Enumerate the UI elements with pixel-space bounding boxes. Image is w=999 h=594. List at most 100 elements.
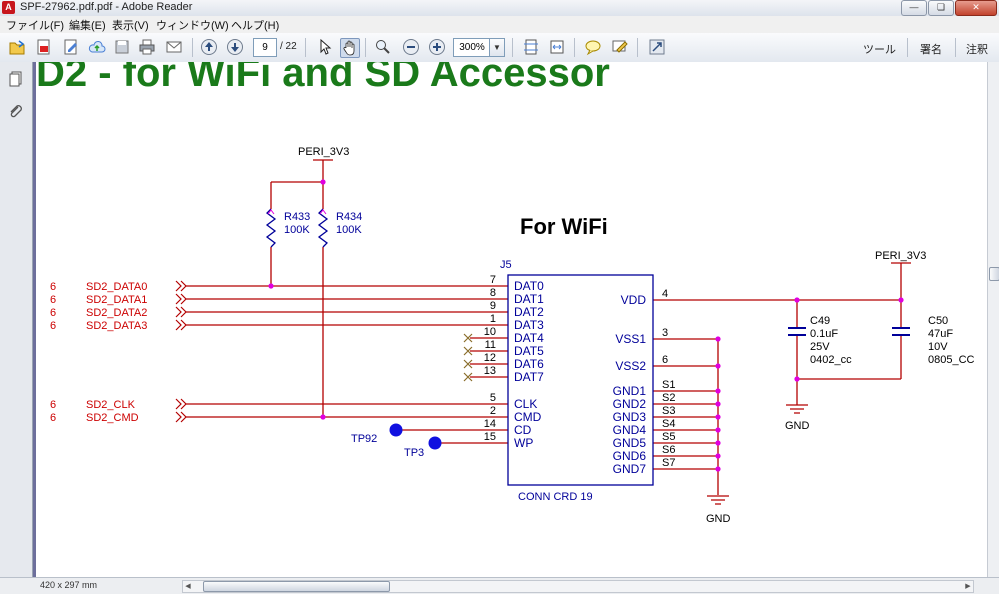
fit-page-icon[interactable] — [522, 38, 540, 56]
menu-help[interactable]: ヘルプ(H) — [231, 20, 280, 32]
junction-dot — [715, 388, 721, 394]
menu-view[interactable]: 表示(V) — [112, 20, 149, 32]
close-button[interactable]: ✕ — [955, 0, 997, 16]
print-icon[interactable] — [138, 38, 156, 56]
capacitor-value: 47uF — [928, 328, 953, 340]
no-connect-mark — [463, 333, 473, 343]
highlight-icon[interactable] — [611, 38, 629, 56]
ground-symbol — [707, 495, 729, 505]
toolbar-divider — [574, 38, 575, 57]
open-icon[interactable] — [8, 38, 26, 56]
zoom-level-input[interactable]: 300% — [453, 38, 491, 57]
pin-name: GND5 — [613, 436, 647, 450]
pin-number: 5 — [490, 392, 496, 404]
junction-dot — [715, 440, 721, 446]
pin-number: S7 — [662, 457, 675, 469]
menu-edit[interactable]: 編集(E) — [69, 20, 106, 32]
comment-pane-button[interactable]: 注釈 — [966, 44, 988, 56]
zoom-in-icon[interactable] — [428, 38, 446, 56]
pin-number: S3 — [662, 405, 675, 417]
pin-name: DAT1 — [514, 292, 544, 306]
horizontal-scrollbar[interactable]: ◀ ▶ — [182, 580, 974, 593]
pin-number: 9 — [490, 300, 496, 312]
pin-number: 15 — [484, 431, 496, 443]
page-number-input[interactable]: 9 — [253, 38, 277, 57]
test-point-label: TP3 — [404, 447, 424, 459]
page-thumbnails-icon[interactable] — [8, 71, 24, 87]
resistor-ref: R434 — [336, 211, 362, 223]
junction-dot — [320, 414, 326, 420]
capacitor-package: 0402_cc — [810, 354, 852, 366]
pin-name: GND1 — [613, 384, 647, 398]
capacitor-voltage: 25V — [810, 341, 830, 353]
pin-name: GND6 — [613, 449, 647, 463]
pin-name: GND2 — [613, 397, 647, 411]
expand-icon[interactable] — [648, 38, 666, 56]
document-viewport[interactable]: D2 - for WiFi and SD Accessor For WiFi J… — [36, 62, 987, 577]
pin-number: S6 — [662, 444, 675, 456]
previous-page-icon[interactable] — [200, 38, 218, 56]
next-page-icon[interactable] — [226, 38, 244, 56]
pin-number: 11 — [485, 339, 496, 351]
pin-number: 12 — [484, 352, 496, 364]
select-cursor-icon[interactable] — [316, 38, 334, 56]
zoom-dropdown-icon[interactable]: ▼ — [489, 38, 505, 57]
attachments-paperclip-icon[interactable] — [8, 104, 24, 120]
pin-number: 8 — [490, 287, 496, 299]
restore-button[interactable]: ❏ — [928, 0, 954, 16]
signal-page-ref: 6 — [50, 399, 56, 411]
pin-name: DAT6 — [514, 357, 544, 371]
create-pdf-icon[interactable] — [35, 38, 53, 56]
resistor-value: 100K — [284, 224, 310, 236]
off-page-connector-icon — [175, 398, 187, 410]
pin-number: S5 — [662, 431, 675, 443]
signal-name: SD2_DATA0 — [86, 281, 147, 293]
menu-window[interactable]: ウィンドウ(W) — [156, 20, 229, 32]
menu-bar: ファイル(F) 編集(E) 表示(V) ウィンドウ(W) ヘルプ(H) — [0, 16, 999, 34]
off-page-connector-icon — [175, 319, 187, 331]
window-controls: — ❏ ✕ — [901, 0, 997, 16]
pin-number: 3 — [662, 327, 668, 339]
capacitor-symbol — [788, 327, 806, 336]
toolbar-divider — [512, 38, 513, 57]
minimize-button[interactable]: — — [901, 0, 927, 16]
pin-number: 7 — [490, 274, 496, 286]
connector-ref: J5 — [500, 259, 512, 271]
junction-dot — [320, 179, 326, 185]
horizontal-scroll-thumb[interactable] — [203, 581, 390, 592]
save-icon[interactable] — [113, 38, 131, 56]
zoom-out-icon[interactable] — [402, 38, 420, 56]
no-connect-mark — [463, 372, 473, 382]
pin-name: VSS1 — [615, 332, 646, 346]
off-page-connector-icon — [175, 411, 187, 423]
test-point-dot — [428, 436, 442, 450]
ground-symbol — [786, 404, 808, 414]
ground-label: GND — [785, 420, 810, 432]
signal-name: SD2_CLK — [86, 399, 136, 411]
tools-pane-button[interactable]: ツール — [863, 44, 896, 56]
scroll-right-arrow-icon[interactable]: ▶ — [965, 583, 971, 590]
upload-cloud-icon[interactable] — [88, 38, 106, 56]
email-icon[interactable] — [165, 38, 183, 56]
sign-pane-button[interactable]: 署名 — [920, 44, 942, 56]
off-page-connector-icon — [175, 280, 187, 292]
hand-tool-icon[interactable] — [340, 38, 360, 58]
capacitor-symbol — [892, 327, 910, 336]
pin-name: CLK — [514, 397, 537, 411]
test-point-label: TP92 — [351, 433, 377, 445]
fit-width-icon[interactable] — [548, 38, 566, 56]
schematic-drawing: D2 - for WiFi and SD Accessor For WiFi J… — [36, 62, 975, 525]
resistor-symbol — [265, 208, 277, 248]
menu-file[interactable]: ファイル(F) — [6, 20, 65, 32]
edit-form-icon[interactable] — [62, 38, 80, 56]
vertical-scroll-thumb[interactable] — [989, 267, 999, 281]
pin-name: GND3 — [613, 410, 647, 424]
marquee-zoom-icon[interactable] — [374, 38, 392, 56]
pin-number: S2 — [662, 392, 675, 404]
scroll-left-arrow-icon[interactable]: ◀ — [185, 583, 191, 590]
comment-bubble-icon[interactable] — [584, 38, 602, 56]
pin-number: 14 — [484, 418, 496, 430]
vertical-scrollbar[interactable] — [987, 62, 999, 577]
pin-number: 4 — [662, 288, 668, 300]
junction-dot — [794, 376, 800, 382]
